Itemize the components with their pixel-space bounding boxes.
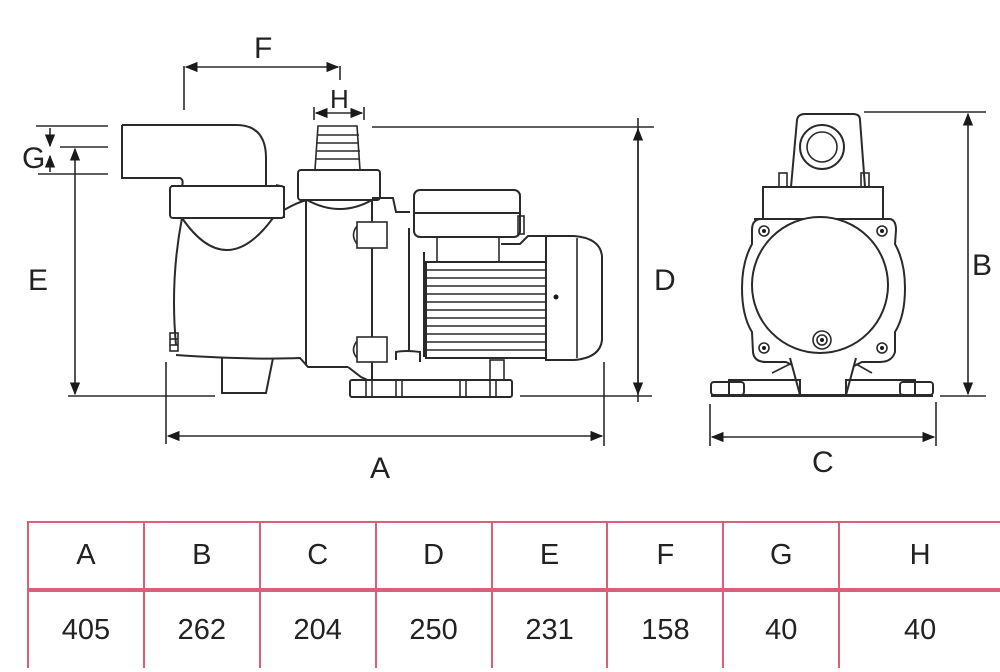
header-cell-h: H — [838, 521, 1000, 592]
header-cell-a: A — [27, 521, 145, 592]
dimension-d: D — [372, 118, 676, 402]
dimension-c: C — [709, 402, 937, 479]
front-base — [710, 357, 934, 397]
value-cell-d: 250 — [374, 589, 493, 668]
base-plate — [349, 359, 513, 398]
dimension-f: F — [183, 32, 341, 110]
front-view: B C — [709, 111, 992, 479]
table-header-row: A B C D E F G H — [27, 521, 1000, 592]
label-d: D — [654, 264, 676, 297]
side-view: F H G E D — [22, 32, 676, 485]
strainer-housing — [121, 124, 348, 394]
label-g: G — [22, 142, 45, 175]
header-cell-g: G — [722, 521, 841, 592]
motor — [413, 189, 603, 361]
discharge-outlet — [283, 125, 381, 211]
value-cell-h: 40 — [838, 589, 1000, 668]
dimension-h: H — [313, 84, 365, 120]
label-c: C — [812, 446, 834, 479]
dimension-e: E — [28, 147, 215, 397]
header-cell-e: E — [490, 521, 609, 592]
label-b: B — [972, 249, 992, 282]
value-cell-g: 40 — [722, 589, 841, 668]
motor-cooling-fins — [427, 269, 546, 351]
value-cell-e: 231 — [490, 589, 609, 668]
label-a: A — [370, 452, 390, 485]
value-cell-b: 262 — [142, 589, 261, 668]
header-cell-f: F — [606, 521, 725, 592]
dimension-g: G — [22, 125, 108, 175]
dimension-a: A — [165, 362, 605, 485]
label-e: E — [28, 264, 48, 297]
header-cell-d: D — [374, 521, 493, 592]
outlet-flange — [762, 113, 884, 220]
pump-housing-front — [740, 216, 907, 373]
value-cell-c: 204 — [258, 589, 377, 668]
header-cell-c: C — [258, 521, 377, 592]
table-value-row: 405 262 204 250 231 158 40 40 — [27, 589, 1000, 668]
label-f: F — [254, 32, 272, 65]
value-cell-f: 158 — [606, 589, 725, 668]
dimension-b: B — [864, 111, 992, 397]
header-cell-b: B — [142, 521, 261, 592]
pump-body — [305, 197, 421, 383]
label-h: H — [330, 84, 349, 114]
pump-dimension-drawing: F H G E D — [22, 32, 992, 485]
dimensions-table: A B C D E F G H 405 262 204 250 231 158 … — [27, 521, 1000, 668]
value-cell-a: 405 — [27, 589, 145, 668]
